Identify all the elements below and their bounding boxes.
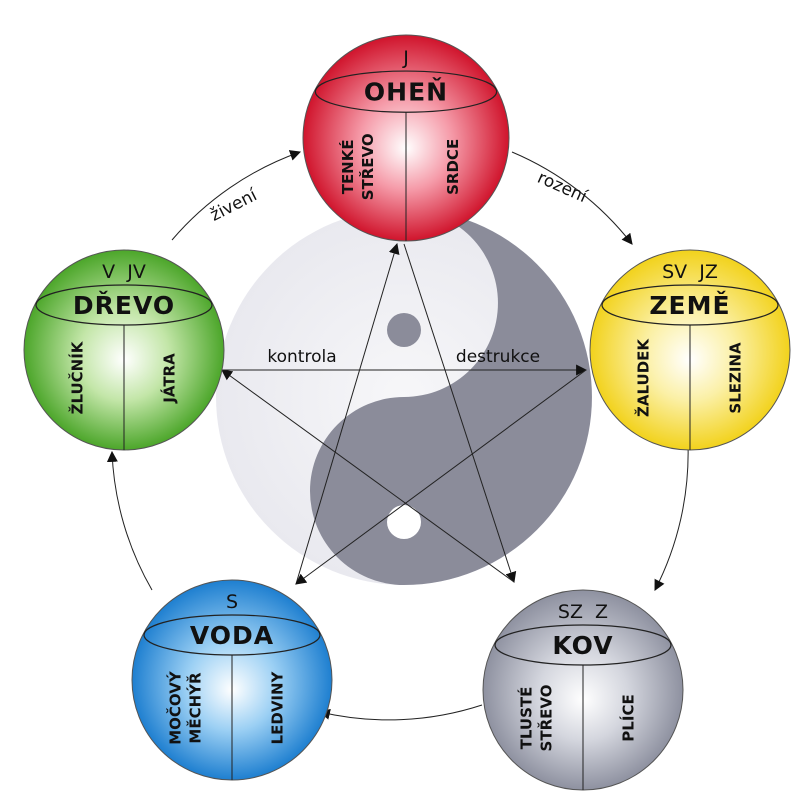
star-line-fire-to-metal [403, 243, 517, 584]
yin-yang-dark-dot [387, 313, 421, 347]
star-line-metal-to-wood [221, 369, 515, 583]
wood-element-name: DŘEVO [73, 291, 175, 320]
organ-left-line: TLUSTÉ [517, 687, 536, 750]
organ-right-line: JÁTRA [160, 353, 179, 404]
yin-yang-symbol [216, 209, 592, 585]
element-wood: V JV DŘEVO ŽLUČNÍK JÁTRA [23, 249, 225, 451]
organ-left-line: ŽLUČNÍK [68, 340, 87, 414]
label-destruction: destrukce [456, 347, 540, 367]
organ-left-line: ŽALUDEK [634, 338, 653, 417]
earth-direction-label: SV JZ [662, 261, 718, 283]
organ-right-line: LEDVINY [269, 670, 287, 744]
water-direction-label: S [226, 591, 238, 613]
yin-yang-light-dot [387, 505, 421, 539]
label-nourishing: živení [207, 185, 261, 226]
organ-left-line: MĚCHÝŘ [186, 672, 205, 744]
water-element-name: VODA [190, 621, 274, 650]
arc-fire-to-earth [511, 151, 633, 245]
earth-element-name: ZEMĚ [649, 291, 730, 320]
generation-cycle [106, 150, 689, 721]
organ-right-line: SLEZINA [727, 342, 745, 414]
element-earth: SV JZ ZEMĚ ŽALUDEK SLEZINA [589, 249, 791, 451]
organ-left-line: TENKÉ [338, 139, 357, 194]
arc-water-to-wood [106, 450, 153, 591]
label-birth: rození [534, 168, 591, 208]
arc-wood-to-fire [171, 150, 302, 241]
fire-direction-label: J [402, 47, 409, 69]
organ-left-line: MOČOVÝ [166, 670, 185, 745]
organ-left-line: STŘEVO [358, 133, 377, 200]
yin-yang-dark-half [310, 209, 592, 585]
label-control: kontrola [267, 347, 336, 367]
metal-direction-label: SZ Z [558, 601, 608, 623]
arc-metal-to-water [318, 704, 483, 721]
metal-element-name: KOV [552, 631, 613, 660]
star-line-water-to-fire [295, 242, 400, 585]
organ-right-line: PLÍCE [619, 694, 638, 741]
fire-element-name: OHEŇ [364, 78, 448, 107]
organ-left-line: STŘEVO [537, 685, 556, 752]
arc-earth-to-metal [654, 443, 689, 591]
control-star [221, 242, 588, 585]
wood-direction-label: V JV [102, 261, 146, 283]
organ-right-line: SRDCE [444, 139, 462, 195]
star-line-earth-to-water [295, 369, 587, 585]
